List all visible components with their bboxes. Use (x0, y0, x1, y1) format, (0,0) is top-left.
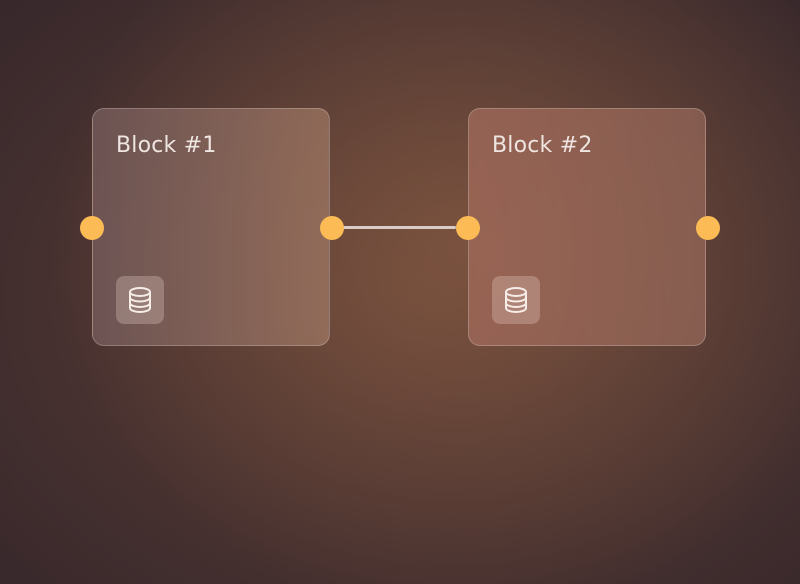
block-1-output-port[interactable] (320, 216, 344, 240)
connection-line-block-1-to-block-2[interactable] (343, 226, 456, 229)
block-2-title: Block #2 (492, 133, 593, 158)
block-1-title: Block #1 (116, 133, 217, 158)
database-icon (492, 276, 540, 324)
block-2-input-port[interactable] (456, 216, 480, 240)
block-2-node[interactable]: Block #2 (468, 108, 706, 346)
block-1-input-port[interactable] (80, 216, 104, 240)
block-2-output-port[interactable] (696, 216, 720, 240)
database-icon (116, 276, 164, 324)
block-1-node[interactable]: Block #1 (92, 108, 330, 346)
